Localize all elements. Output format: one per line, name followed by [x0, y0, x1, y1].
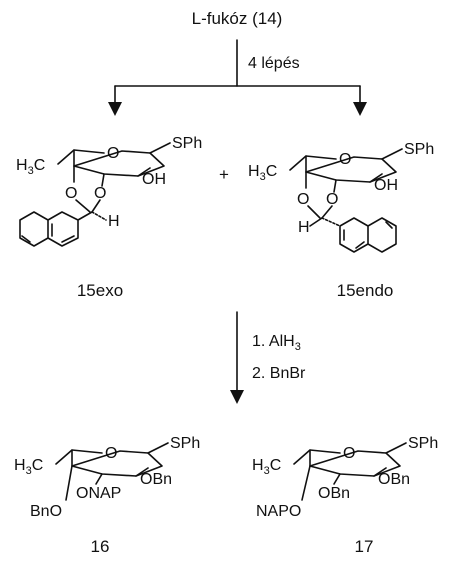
- arrow-right-head: [353, 102, 367, 116]
- acetal-hydrogen: H: [108, 213, 120, 230]
- c3-o-bond: [101, 173, 105, 187]
- methyl-group: H3C: [16, 157, 45, 177]
- c4-onap-bond: [301, 465, 311, 501]
- compound-17: H3C O SPh OBn OBn NAPO 17: [252, 435, 438, 556]
- acetal-oxygen-1: O: [297, 191, 309, 208]
- thiophenyl-group: SPh: [170, 435, 200, 452]
- compound-label-15exo: 15exo: [77, 281, 123, 300]
- c1-s-bond: [381, 148, 403, 160]
- ring-oxygen: O: [339, 151, 351, 168]
- thiophenyl-group: SPh: [404, 141, 434, 158]
- benzyloxy-c4: BnO: [30, 503, 62, 520]
- compound-label-17: 17: [355, 537, 374, 556]
- start-material-label: L-fukóz (14): [192, 9, 283, 28]
- acetal-oxygen-1: O: [65, 185, 77, 202]
- acetal-bond-2: [321, 205, 333, 219]
- thiophenyl-group: SPh: [172, 135, 202, 152]
- c1-s-bond: [385, 442, 407, 454]
- acetal-hydrogen: H: [298, 219, 310, 236]
- benzyloxy-c2: OBn: [378, 471, 410, 488]
- c2-obn-bond: [373, 467, 387, 477]
- c3-onap-bond: [95, 473, 103, 485]
- step2-condition-1: 1. AlH3: [252, 333, 301, 353]
- compound-16: H3C O SPh OBn ONAP BnO 16: [14, 435, 200, 556]
- acetal-naphthyl-bond: [321, 217, 341, 227]
- c2-oh-bond: [369, 173, 383, 183]
- acetal-bond-1: [307, 205, 321, 219]
- compound-label-16: 16: [91, 537, 110, 556]
- c1-s-bond: [147, 442, 169, 454]
- c3-o-bond: [333, 179, 337, 193]
- c2-obn-bond: [135, 467, 149, 477]
- arrow-step2-head: [230, 390, 244, 404]
- methyl-group: H3C: [252, 457, 281, 477]
- naphthyl-group: [19, 211, 93, 247]
- compound-label-15endo: 15endo: [337, 281, 394, 300]
- acetal-h-bond: [91, 211, 107, 221]
- c1-s-bond: [149, 142, 171, 154]
- methyl-group: H3C: [14, 457, 43, 477]
- compound-15endo: H3C O SPh OH O O H 15endo: [248, 141, 434, 300]
- thiophenyl-group: SPh: [408, 435, 438, 452]
- ring-oxygen: O: [105, 445, 117, 462]
- napoxy-c3: ONAP: [76, 485, 121, 502]
- acetal-h-bond: [309, 217, 323, 227]
- benzyloxy-c2: OBn: [140, 471, 172, 488]
- step1-condition: 4 lépés: [248, 55, 300, 72]
- c3-obn-bond: [333, 473, 341, 485]
- acetal-oxygen-2: O: [94, 185, 106, 202]
- napoxy-c4: NAPO: [256, 503, 301, 520]
- naphthyl-group: [339, 217, 397, 253]
- hydroxyl-group: OH: [374, 177, 398, 194]
- ring-oxygen: O: [107, 145, 119, 162]
- acetal-bond-1: [75, 199, 91, 213]
- plus-sign: +: [219, 165, 229, 184]
- step2-condition-2: 2. BnBr: [252, 365, 306, 382]
- methyl-group: H3C: [248, 163, 277, 183]
- hydroxyl-group: OH: [142, 171, 166, 188]
- c2-oh-bond: [137, 167, 151, 177]
- acetal-oxygen-2: O: [326, 191, 338, 208]
- benzyloxy-c3: OBn: [318, 485, 350, 502]
- compound-15exo: H3C O SPh OH O O H 15exo: [16, 135, 202, 300]
- arrow-left-head: [108, 102, 122, 116]
- c4-obn-bond: [65, 465, 73, 501]
- ring-oxygen: O: [343, 445, 355, 462]
- acetal-bond-2: [91, 199, 101, 213]
